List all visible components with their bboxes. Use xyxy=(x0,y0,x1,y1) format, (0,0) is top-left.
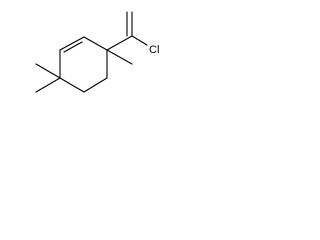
bond-c4-methyl-b xyxy=(35,77,61,93)
bond-c2-c3-double xyxy=(63,41,83,53)
structure-diagram: Cl xyxy=(0,0,186,119)
bond-c4-c5 xyxy=(59,77,85,93)
bond-carbonyl-cl xyxy=(131,35,148,46)
atom-label-cl: Cl xyxy=(149,44,159,56)
bond-c1-carbonyl xyxy=(106,35,133,51)
bond-c5-c6 xyxy=(83,77,108,93)
bond-c1-methyl xyxy=(106,49,133,65)
bond-c1-c2 xyxy=(83,36,108,51)
bond-c4-methyl-a xyxy=(35,63,61,79)
bond-c2-c3 xyxy=(59,36,85,51)
molecule-drawing: Cl xyxy=(35,11,159,93)
